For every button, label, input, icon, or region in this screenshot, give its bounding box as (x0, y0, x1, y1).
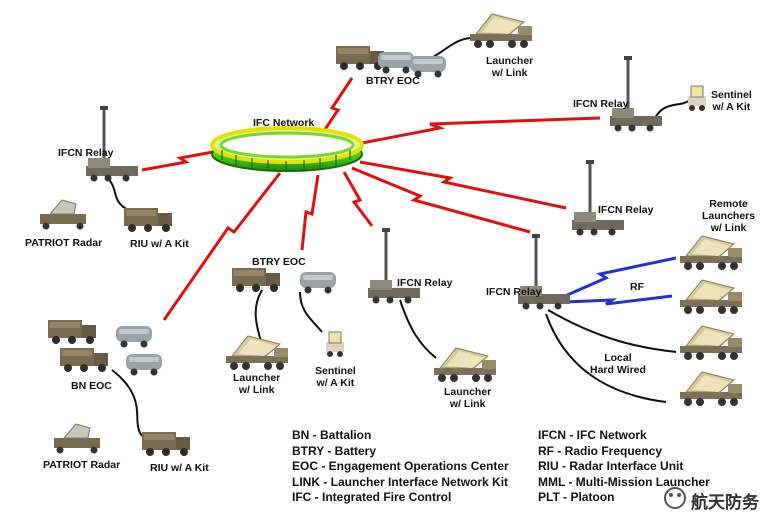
patriot-radar-left-label: PATRIOT Radar (25, 237, 103, 249)
sentinel-right (687, 85, 707, 112)
local-hard-wired-label: Local Hard Wired (590, 352, 646, 376)
launcher-top-label: Launcher w/ Link (486, 55, 533, 79)
cable-btry-eoc-center-1 (254, 289, 263, 346)
btry-eoc-center-label: BTRY EOC (252, 256, 306, 268)
link-to-btry-eoc-top (322, 77, 354, 132)
btry-eoc-top-label: BTRY EOC (366, 75, 420, 87)
cable-local-wired-1 (547, 309, 677, 353)
ifcn-relay-center (368, 228, 420, 304)
launcher-center-label-line2: w/ Link (449, 398, 486, 410)
ifcn-relay-left (86, 106, 138, 182)
legend-item-mml: MML - Multi-Mission Launcher (538, 474, 710, 489)
legend-item-plt: PLT - Platoon (538, 490, 615, 505)
legend-item-rf: RF - Radio Frequency (538, 443, 663, 458)
rf-links-blue (564, 256, 677, 306)
patriot-radar-bottom-label: PATRIOT Radar (43, 459, 121, 471)
ifc-network-label: IFC Network (253, 117, 315, 129)
link-to-relay-center (342, 171, 374, 227)
link-to-relay-mid-right (359, 160, 567, 210)
launcher-center-left-label-line2: w/ Link (238, 384, 275, 396)
remote-launchers-label-line2: Launchers (702, 210, 756, 222)
legend-item-riu: RIU - Radar Interface Unit (538, 459, 684, 474)
legend-item-link: LINK - Launcher Interface Network Kit (292, 474, 509, 489)
local-hard-wired-label-line1: Local (604, 352, 632, 364)
patriot-radar-bottom (53, 423, 101, 454)
wechat-logo-icon (664, 487, 686, 509)
ifcn-relay-hub-label: IFCN Relay (486, 286, 542, 298)
launcher-top (469, 13, 533, 49)
sentinel-right-label: Sentinel w/ A Kit (711, 89, 752, 113)
sentinel-right-label-line2: w/ A Kit (712, 101, 751, 113)
sentinel-center-label: Sentinel w/ A Kit (315, 365, 356, 389)
ifcn-relay-left-label: IFCN Relay (58, 147, 114, 159)
launcher-center-label-line1: Launcher (444, 386, 492, 398)
launcher-center (433, 347, 497, 383)
sentinel-right-label-line1: Sentinel (711, 89, 752, 101)
legend-right: IFCN - IFC Network RF - Radio Frequency … (538, 428, 710, 506)
legend-item-ifcn: IFCN - IFC Network (538, 428, 647, 442)
watermark-text: 航天防务 (691, 493, 759, 513)
bn-eoc-vehicles (48, 320, 162, 376)
launcher-top-label-line2: w/ Link (491, 67, 528, 79)
launcher-center-left-label-line1: Launcher (233, 372, 281, 384)
legend-item-eoc: EOC - Engagement Operations Center (292, 459, 509, 474)
remote-launchers-label-line1: Remote (709, 198, 748, 210)
ifcn-relay-top-right (610, 56, 662, 132)
sentinel-center (325, 331, 345, 358)
link-to-relay-hub (351, 166, 531, 234)
link-to-btry-eoc-center (300, 174, 320, 251)
remote-launchers-label-line3: w/ Link (710, 222, 747, 234)
local-hard-wired-label-line2: Hard Wired (590, 364, 646, 376)
ifcn-relay-mid-right (572, 160, 624, 236)
btry-eoc-center-vehicles (232, 268, 336, 294)
btry-eoc-top-vehicles (336, 46, 446, 78)
bn-eoc-label: BN EOC (71, 380, 112, 392)
remote-launchers (679, 235, 743, 407)
sentinel-center-label-line1: Sentinel (315, 365, 356, 377)
riu-bottom (142, 432, 190, 456)
patriot-radar-left (39, 199, 87, 230)
remote-launchers-label: Remote Launchers w/ Link (702, 198, 755, 234)
link-to-relay-left (141, 150, 214, 172)
rf-label: RF (630, 281, 644, 293)
ifcn-relay-center-label: IFCN Relay (397, 277, 453, 289)
cable-relay-center (399, 299, 437, 359)
launcher-top-label-line1: Launcher (486, 55, 534, 67)
rf-link-lower (564, 294, 673, 306)
sentinel-center-label-line2: w/ A Kit (316, 377, 355, 389)
cable-btry-eoc-center-2 (299, 291, 323, 333)
ifcn-relay-top-right-label: IFCN Relay (573, 98, 629, 110)
ifcn-relay-mid-right-label: IFCN Relay (598, 204, 654, 216)
legend-item-ifc: IFC - Integrated Fire Control (292, 490, 452, 505)
link-to-relay-top-right (361, 116, 601, 145)
cable-bn-eoc (111, 369, 143, 437)
rf-links-red (141, 77, 601, 321)
launcher-center-left-label: Launcher w/ Link (233, 372, 280, 396)
legend-item-bn: BN - Battalion (292, 428, 372, 442)
rf-link-upper (564, 256, 677, 298)
link-to-bn-eoc (162, 172, 282, 321)
ifcn-relay-hub (518, 234, 570, 310)
riu-bottom-label: RIU w/ A Kit (150, 462, 209, 474)
cable-local-wired-2 (545, 313, 667, 403)
riu-left-label: RIU w/ A Kit (130, 238, 189, 250)
launcher-center-label: Launcher w/ Link (444, 386, 491, 410)
ifc-network-ring (210, 126, 364, 172)
legend-left: BN - Battalion BTRY - Battery EOC - Enga… (292, 428, 509, 506)
riu-left (124, 208, 172, 232)
legend-item-btry: BTRY - Battery (292, 443, 377, 458)
cable-sentinel-right (654, 99, 691, 119)
launcher-center-left (225, 335, 289, 371)
